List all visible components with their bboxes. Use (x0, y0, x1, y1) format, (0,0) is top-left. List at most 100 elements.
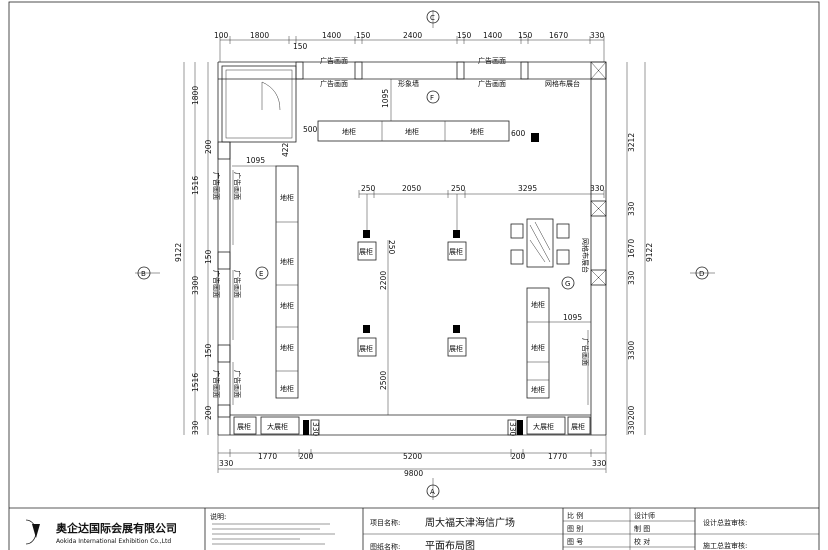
design-review-label: 设计总监审核: (703, 518, 747, 527)
dim-right-0: 3212 (627, 133, 636, 152)
dim-right-2: 1670 (627, 239, 636, 258)
left-ad-label-3: 广告画面 (212, 270, 221, 298)
bottom-dimension-chain: 330 1770 200 5200 200 1770 330 9800 (217, 435, 607, 478)
designer-label: 设计师 (634, 511, 655, 520)
image-wall-label: 形象墙 (398, 79, 419, 88)
dim-bottom-3: 5200 (403, 452, 422, 461)
checker-label: 校 对 (634, 537, 650, 546)
right-ad-label: 广告画面 (581, 338, 590, 366)
bottom-cabinets-row: 展柜 大展柜 330 330 大展柜 展柜 (233, 416, 591, 437)
bottom-big-l: 大展柜 (267, 422, 288, 431)
svg-text:展柜: 展柜 (359, 344, 373, 353)
display-cabinet-2: 展柜 (447, 230, 467, 261)
project-label: 项目名称: (370, 518, 400, 527)
svg-text:B: B (141, 270, 146, 278)
dim-left-1: 200 (204, 139, 213, 154)
dim-330-bl: 330 (311, 422, 320, 437)
notes-label: 说明: (210, 512, 226, 521)
company-name-cn: 奥企达国际会展有限公司 (55, 521, 177, 535)
bottom-display-l: 展柜 (237, 422, 251, 431)
svg-text:E: E (259, 270, 263, 278)
dim-3295: 3295 (518, 184, 537, 193)
dim-right-1: 330 (627, 201, 636, 216)
dim-bottom-1: 1770 (258, 452, 277, 461)
svg-text:F: F (430, 94, 434, 102)
top-dimension-chain: 100 1800 150 1400 150 2400 150 1400 150 … (214, 31, 605, 62)
left-cabinet-column: 地柜 地柜 地柜 地柜 地柜 (275, 165, 299, 399)
left-ad-label-4: 广告画面 (233, 270, 242, 298)
axis-marker-g: G (561, 276, 575, 290)
bottom-big-r: 大展柜 (533, 422, 554, 431)
svg-text:展柜: 展柜 (359, 247, 373, 256)
dim-top-2: 150 (293, 42, 308, 51)
dim-330-br: 330 (508, 422, 517, 437)
svg-text:展柜: 展柜 (449, 344, 463, 353)
svg-text:C: C (430, 14, 435, 22)
dim-500: 500 (303, 125, 318, 134)
display-cabinet-4: 展柜 (447, 325, 467, 357)
inner-dim-chain: 250 2050 250 3295 330 250 2200 2500 (358, 184, 605, 415)
ad-wall-label-4: 广告画面 (478, 79, 506, 88)
dim-top-7: 1400 (483, 31, 502, 40)
svg-text:A: A (430, 488, 435, 496)
left-dimension-chain: 1800 200 1516 150 3300 150 1516 200 330 … (174, 62, 213, 435)
ad-wall-label-3: 广告画面 (478, 56, 506, 65)
dim-right-6: 330 (627, 420, 636, 435)
svg-text:展柜: 展柜 (449, 247, 463, 256)
cabinet-label-r3: 地柜 (531, 385, 545, 394)
axis-marker-d: D (690, 266, 715, 280)
dim-right-4: 3300 (627, 341, 636, 360)
dim-330-inner: 330 (590, 184, 605, 193)
dim-top-4: 150 (356, 31, 371, 40)
drawing-frame (8, 1, 820, 550)
dim-top-5: 2400 (403, 31, 422, 40)
dim-top-10: 330 (590, 31, 605, 40)
dim-top-3: 1400 (322, 31, 341, 40)
dim-250b: 250 (451, 184, 466, 193)
scale-label: 比 例 (567, 511, 583, 520)
dim-250-v: 250 (387, 240, 396, 255)
dim-bottom-5: 1770 (548, 452, 567, 461)
axis-marker-b: B (135, 266, 160, 280)
dim-left-total: 9122 (174, 243, 183, 262)
title-block: 奥企达国际会展有限公司 Aokida International Exhibit… (9, 507, 819, 550)
dim-bottom-4: 200 (511, 452, 526, 461)
dim-right-3: 330 (627, 270, 636, 285)
axis-marker-e: E (255, 266, 269, 280)
cabinet-label-r2: 地柜 (531, 343, 545, 352)
grid-window-label: 网格布展台 (545, 79, 580, 88)
sheet-label: 图 别 (567, 524, 583, 533)
dim-bottom-6: 330 (592, 459, 607, 468)
axis-marker-a: A (426, 478, 440, 500)
dim-bottom-2: 200 (299, 452, 314, 461)
notes-text-lines (212, 523, 335, 545)
cabinet-label-t3: 地柜 (470, 127, 484, 136)
dim-left-3: 150 (204, 249, 213, 264)
dim-right-total: 9122 (645, 243, 654, 262)
cabinet-label-l4: 地柜 (280, 343, 294, 352)
left-ad-label-1: 广告画面 (212, 172, 221, 200)
project-name: 周大福天津海信广场 (425, 516, 515, 529)
dim-right-5: 200 (627, 405, 636, 420)
company-logo-icon (25, 519, 40, 545)
dim-left-8: 330 (191, 420, 200, 435)
dim-left-4: 3300 (191, 276, 200, 295)
construction-review-label: 施工总监审核: (703, 541, 747, 550)
dim-left-0: 1800 (191, 86, 200, 105)
dim-top-9: 1670 (549, 31, 568, 40)
dim-left-5: 150 (204, 343, 213, 358)
display-cabinet-1: 展柜 (357, 230, 377, 261)
dim-2200: 2200 (379, 271, 388, 290)
svg-text:G: G (565, 280, 570, 288)
building-walls (217, 61, 607, 436)
right-grid-label: 网格布展台 (581, 238, 590, 273)
ad-wall-label-2: 广告画面 (320, 79, 348, 88)
left-ad-label-5: 广告画面 (212, 370, 221, 398)
right-cabinet-column: 地柜 地柜 地柜 1095 (526, 287, 591, 399)
dim-1095-top: 1095 (381, 89, 390, 108)
dim-422: 422 (281, 142, 290, 157)
dim-2500: 2500 (379, 371, 388, 390)
left-ad-label-2: 广告画面 (233, 172, 242, 200)
dim-top-0: 100 (214, 31, 229, 40)
